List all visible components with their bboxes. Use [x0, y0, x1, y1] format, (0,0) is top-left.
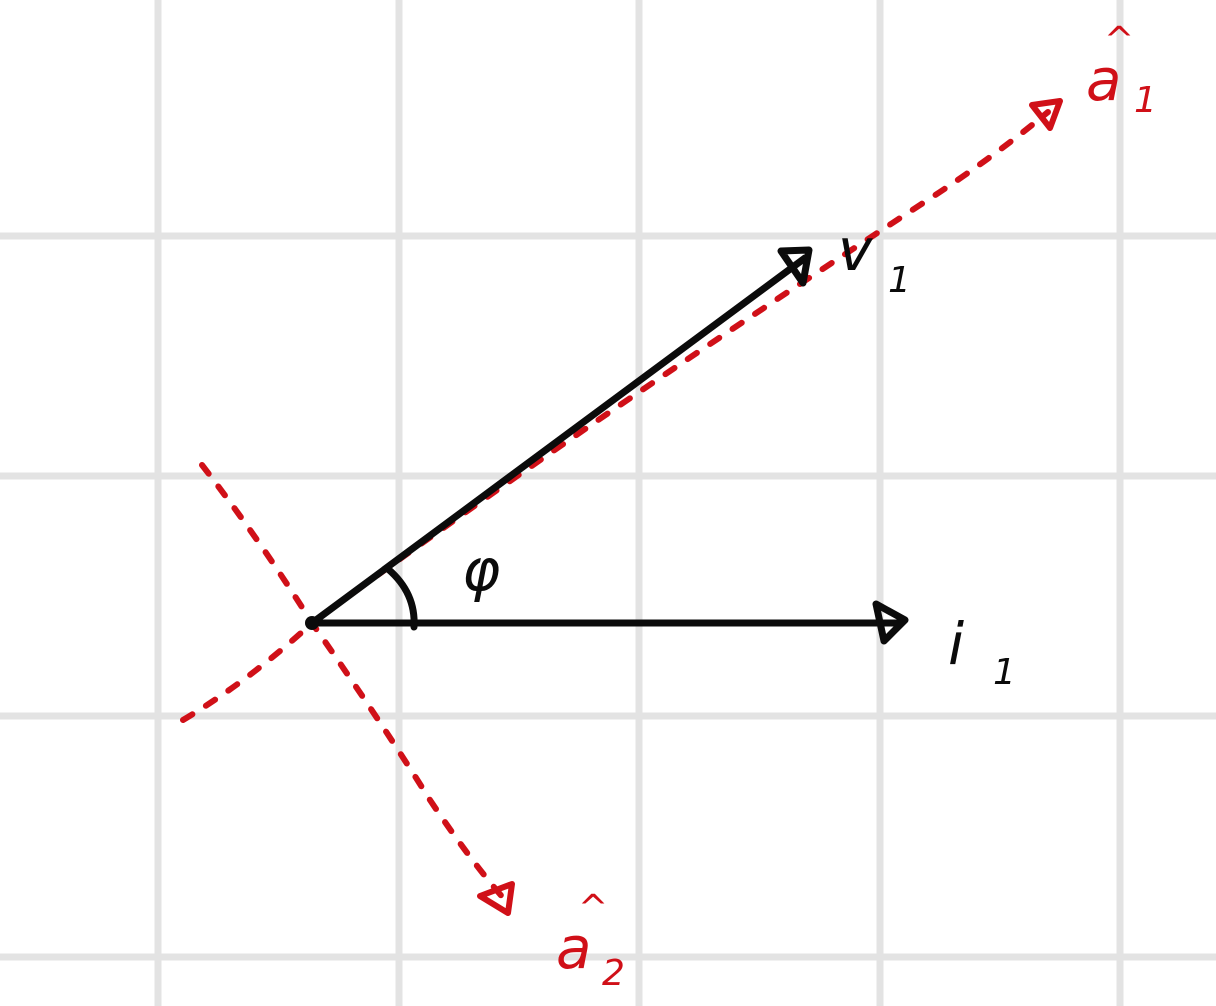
a2-label: a: [556, 914, 592, 982]
a1-hat: ^: [1104, 20, 1134, 61]
a2-subscript: 2: [602, 953, 625, 994]
i1-arrowhead: [872, 600, 909, 645]
a2-arrowhead: [477, 881, 515, 916]
angle-arc: [384, 565, 418, 631]
a1-arrowhead: [1029, 98, 1063, 131]
a1-axis-line: [180, 109, 1051, 723]
rotated-axes: [180, 98, 1063, 916]
angle-label: φ: [462, 536, 500, 604]
labels: v 1 i 1 φ ^ a 1 ^ a 2: [462, 20, 1157, 994]
i1-label: i: [948, 610, 964, 678]
i1-subscript: 1: [993, 652, 1016, 693]
a1-subscript: 1: [1134, 80, 1157, 121]
v1-label: v: [838, 216, 874, 284]
v1-vector: [308, 254, 809, 627]
v1-arrowhead: [777, 246, 813, 287]
origin-point: [305, 616, 319, 630]
a2-axis-line: [199, 462, 508, 903]
a1-label: a: [1086, 46, 1122, 114]
a2-hat: ^: [578, 888, 608, 929]
v1-subscript: 1: [888, 260, 911, 301]
phasors: [305, 246, 909, 645]
